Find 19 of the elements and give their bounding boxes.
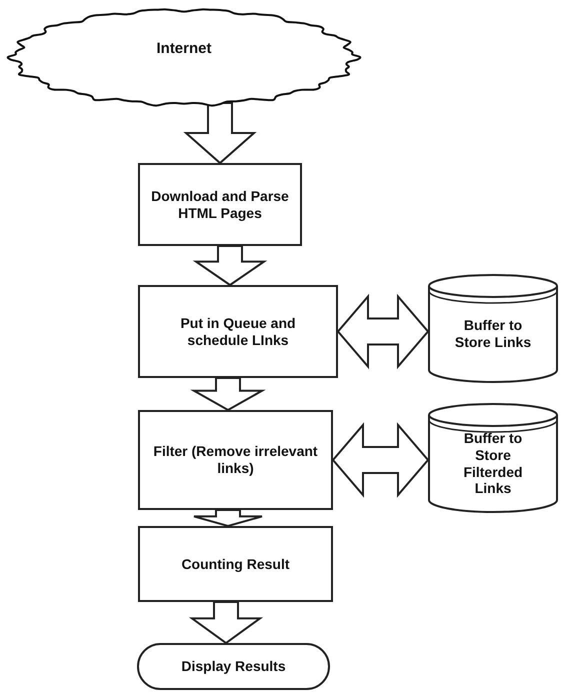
- block-arrow: [188, 601, 264, 644]
- node-label: Filter (Remove irrelevant links): [152, 443, 319, 477]
- node-label: Counting Result: [181, 556, 290, 572]
- process-box: [138, 526, 333, 602]
- node-label: Display Results: [181, 658, 286, 675]
- process-box: [138, 285, 338, 378]
- node-label: Put in Queue and schedule LInks: [179, 314, 297, 348]
- process-box: [138, 163, 302, 246]
- process-box: [138, 410, 333, 510]
- node-label: Buffer to Store Links: [454, 317, 532, 351]
- block-arrow: [332, 422, 430, 498]
- block-arrow: [336, 294, 430, 370]
- node-label: Buffer to Store Filterded Links: [462, 430, 524, 498]
- block-arrow: [190, 377, 266, 412]
- block-arrow: [183, 102, 257, 164]
- node-label: Internet: [156, 40, 212, 58]
- block-arrow: [192, 245, 268, 286]
- block-arrow: [193, 509, 263, 528]
- node-label: Download and Parse HTML Pages: [150, 188, 290, 222]
